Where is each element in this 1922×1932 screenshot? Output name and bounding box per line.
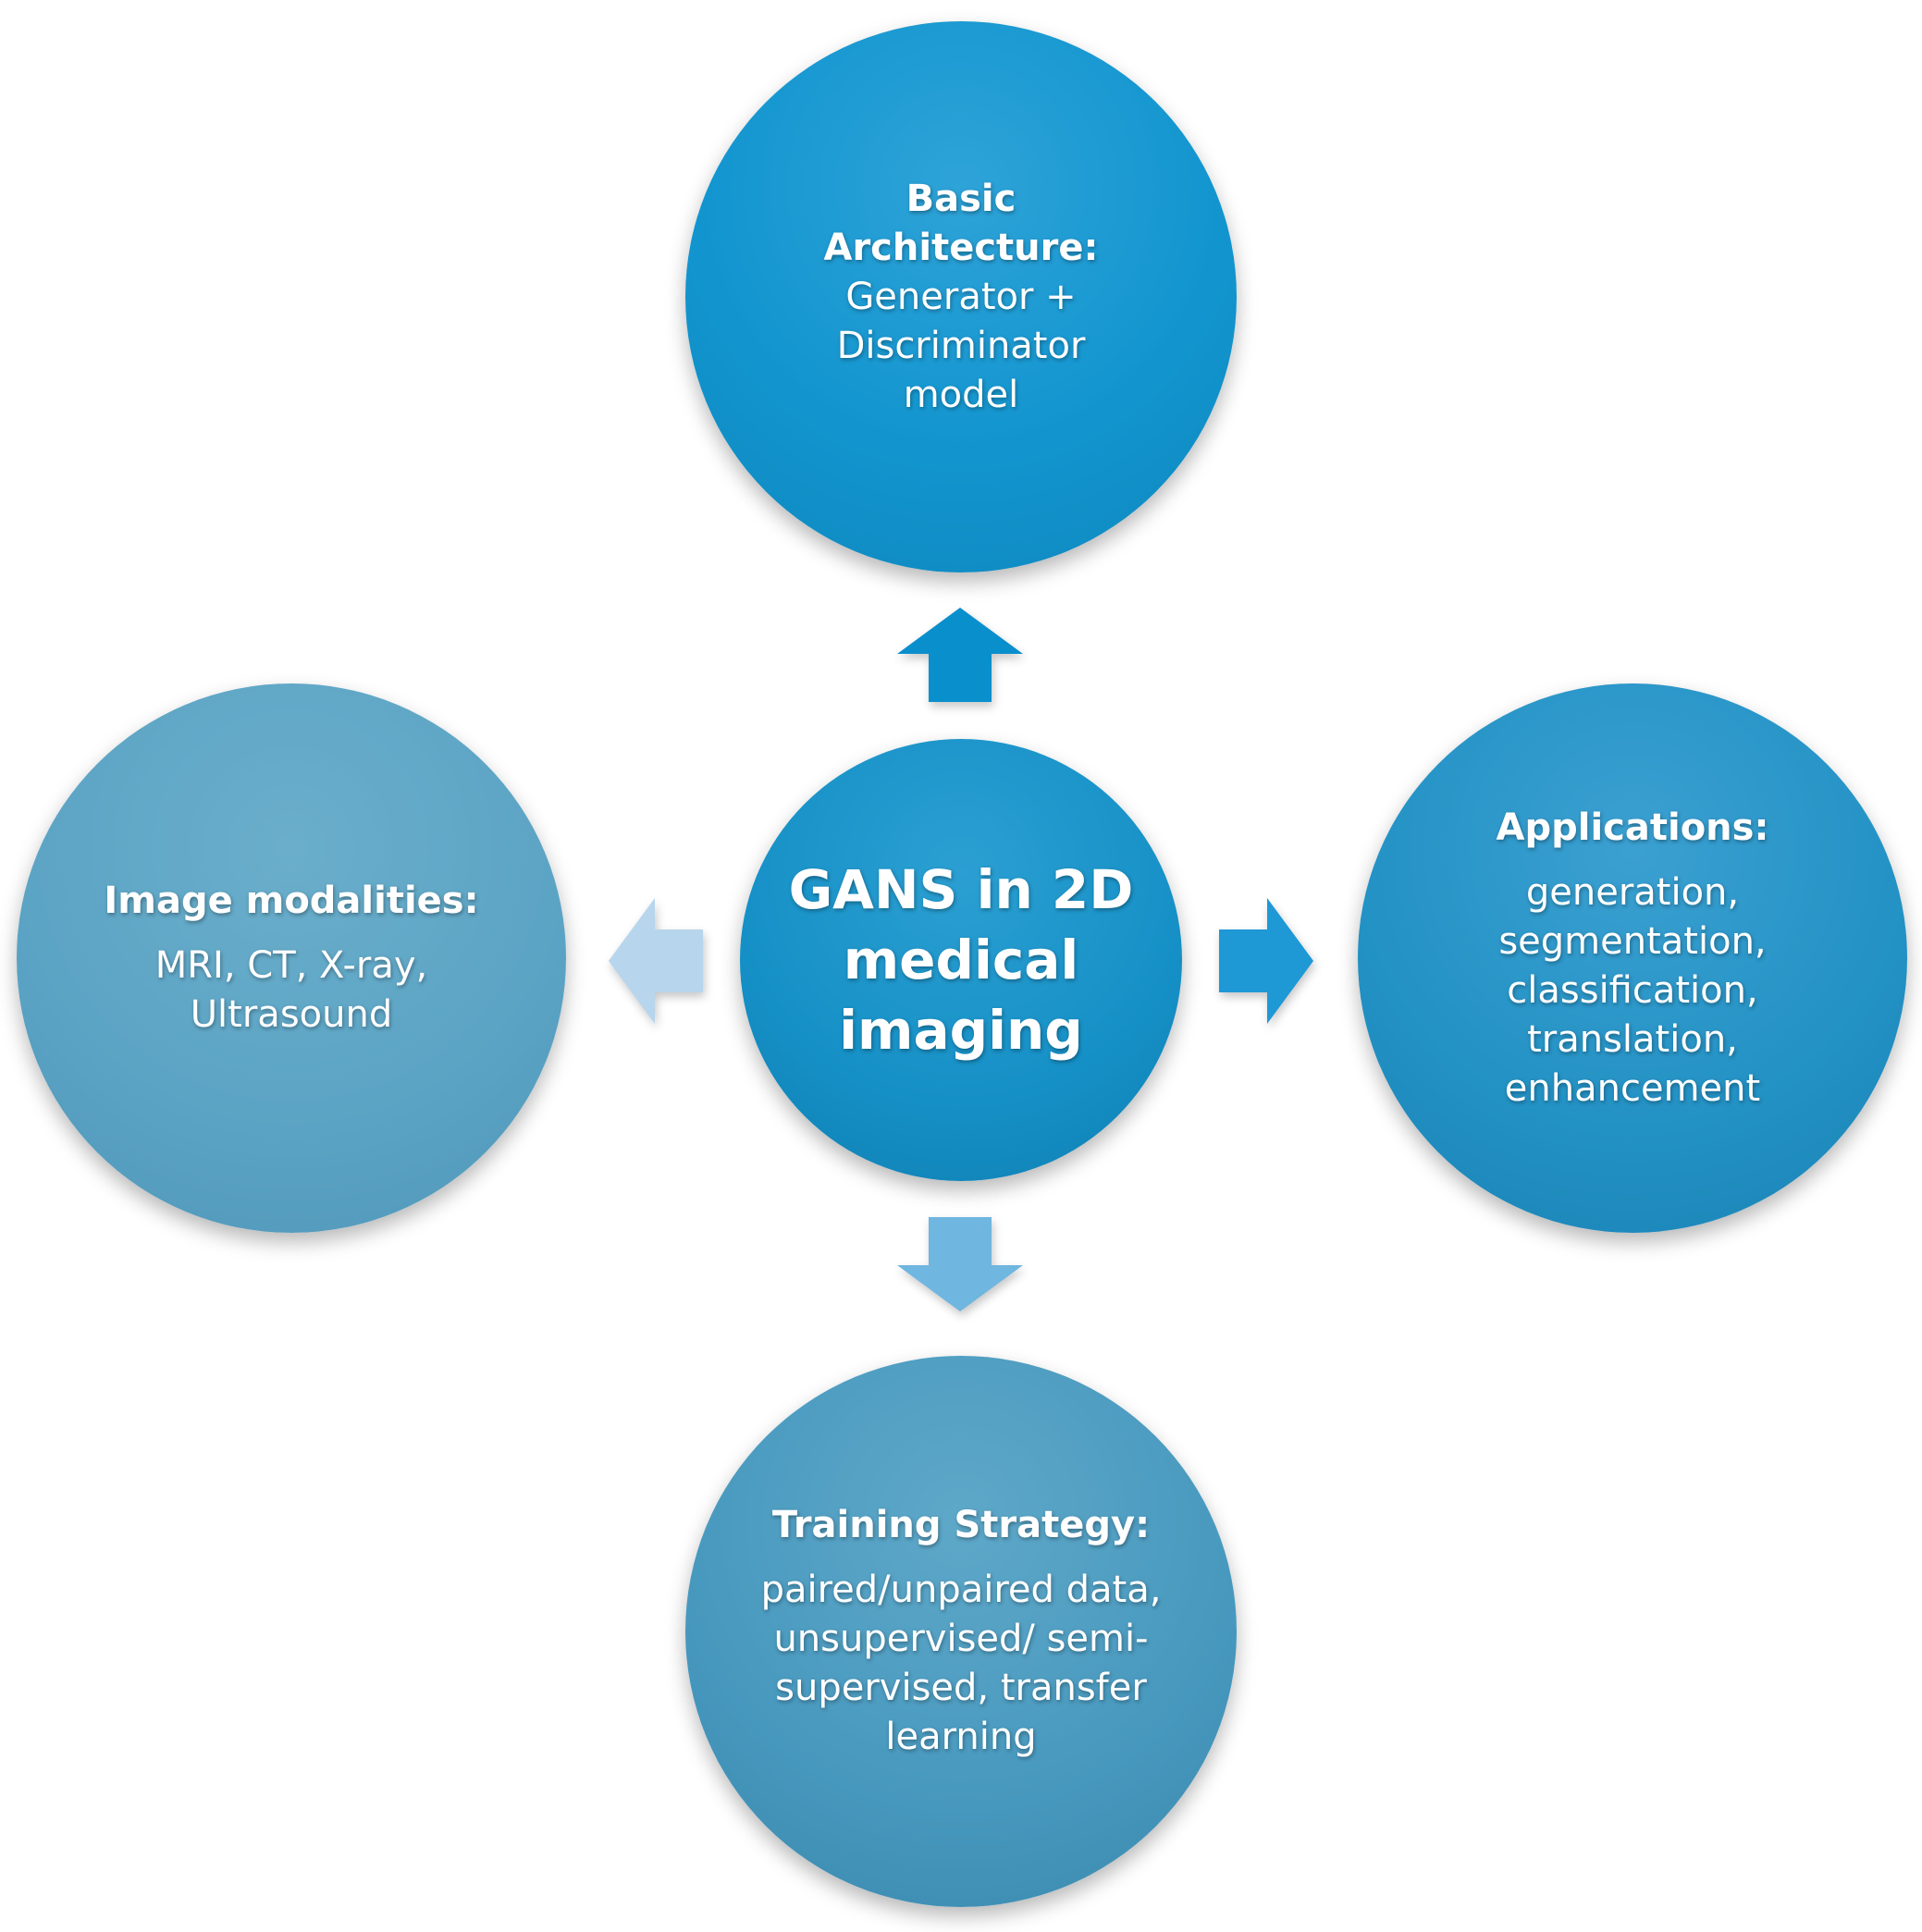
node-image-modalities-heading: Image modalities:: [104, 880, 479, 922]
node-basic-architecture-body: Generator + Discriminator model: [836, 275, 1086, 416]
node-training-strategy: Training Strategy: paired/unpaired data,…: [685, 1356, 1237, 1907]
arrow-right-icon: [1219, 898, 1313, 1024]
node-training-strategy-body: paired/unpaired data, unsupervised/ semi…: [760, 1569, 1162, 1758]
node-applications-body: generation, segmentation, classification…: [1498, 870, 1767, 1110]
node-applications-heading: Applications:: [1496, 806, 1769, 849]
node-basic-architecture: Basic Architecture: Generator + Discrimi…: [685, 21, 1237, 572]
node-center-gans: GANS in 2D medical imaging: [740, 739, 1182, 1181]
node-image-modalities-body: MRI, CT, X-ray, Ultrasound: [154, 944, 428, 1036]
node-training-strategy-heading: Training Strategy:: [771, 1504, 1151, 1546]
arrow-up-icon: [897, 608, 1023, 702]
node-image-modalities: Image modalities: MRI, CT, X-ray, Ultras…: [17, 683, 566, 1233]
node-basic-architecture-heading: Basic Architecture:: [823, 177, 1099, 269]
arrow-left-icon: [609, 898, 703, 1024]
center-title: GANS in 2D medical imaging: [788, 858, 1134, 1062]
arrow-down-icon: [897, 1217, 1023, 1311]
node-applications: Applications: generation, segmentation, …: [1358, 683, 1907, 1233]
